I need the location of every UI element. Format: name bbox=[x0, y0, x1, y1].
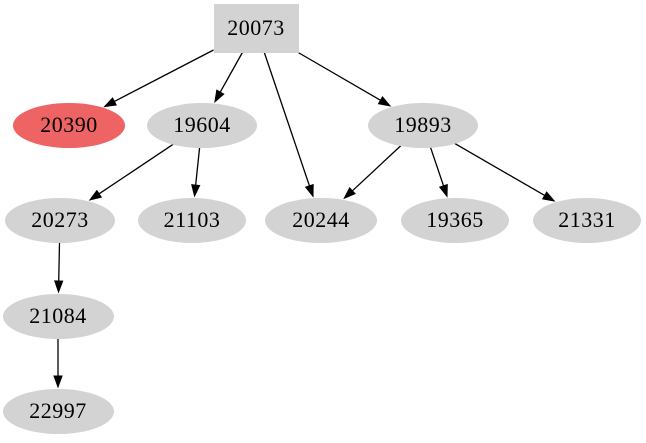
arrowhead-19893-20244 bbox=[343, 187, 356, 200]
graph-node-19604: 19604 bbox=[147, 102, 257, 148]
arrowhead-21084-22997 bbox=[53, 375, 63, 389]
edge-19604-21103 bbox=[194, 147, 201, 186]
arrowhead-20073-19893 bbox=[377, 96, 392, 107]
graph-node-21084: 21084 bbox=[2, 293, 114, 339]
graph-node-20244: 20244 bbox=[265, 197, 377, 243]
graph-node-19365: 19365 bbox=[401, 197, 509, 243]
edge-19893-19365 bbox=[429, 147, 445, 187]
graph-node-22997: 22997 bbox=[2, 388, 114, 434]
edge-20073-20244 bbox=[263, 52, 311, 187]
edge-20073-19893 bbox=[297, 51, 382, 102]
arrowhead-19893-19365 bbox=[438, 183, 448, 198]
edge-19893-20244 bbox=[351, 145, 402, 192]
arrowhead-20073-20390 bbox=[103, 97, 117, 108]
edge-20073-19604 bbox=[219, 52, 243, 93]
arrowhead-19893-21331 bbox=[541, 191, 556, 202]
graph-node-21103: 21103 bbox=[138, 197, 246, 243]
arrowhead-20273-21084 bbox=[54, 280, 64, 294]
graph-node-19893: 19893 bbox=[368, 102, 478, 148]
graph-node-20390: 20390 bbox=[13, 102, 125, 148]
graph-node-21331: 21331 bbox=[533, 197, 641, 243]
graph-node-20273: 20273 bbox=[5, 197, 115, 243]
edge-19604-20273 bbox=[98, 143, 174, 195]
graph-node-20073: 20073 bbox=[213, 3, 299, 53]
edge-20273-21084 bbox=[58, 242, 61, 282]
arrowhead-20073-19604 bbox=[214, 89, 225, 104]
arrowhead-19604-21103 bbox=[191, 184, 201, 198]
edge-20073-20390 bbox=[113, 49, 214, 103]
arrowhead-20073-20244 bbox=[304, 183, 314, 198]
arrowhead-19604-20273 bbox=[88, 189, 103, 201]
edge-19893-21331 bbox=[454, 142, 546, 197]
